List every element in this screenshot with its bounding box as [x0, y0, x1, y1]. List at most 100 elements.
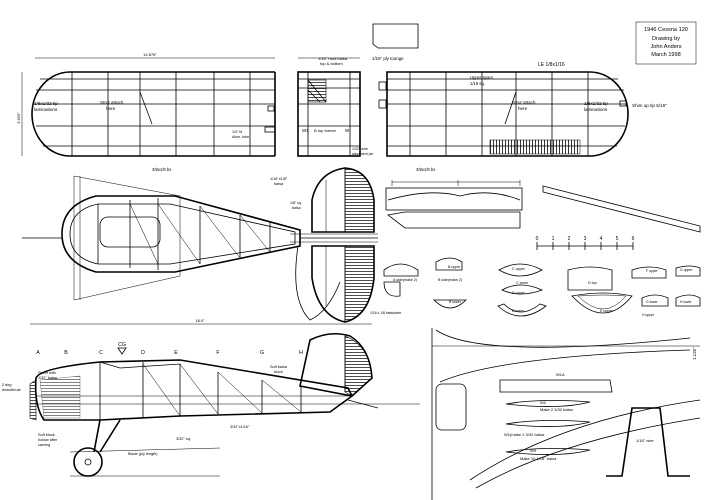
- gear-label: Blade (ply length): [128, 452, 158, 456]
- downthrust-label-2: downthrust: [2, 388, 22, 392]
- tail-tip-label: 1/16 x 1/8 balsa/wire: [370, 311, 401, 315]
- longeron-label: 3/32"x1/16": [230, 425, 250, 429]
- rib-b-upper: B upper: [448, 265, 461, 269]
- right-strut-label: Strut attach: [512, 100, 536, 105]
- cg-label: CG: [118, 342, 126, 348]
- upper-spars-label-2: 1/16 sq.: [470, 81, 485, 86]
- left-strut-label: Strut attach: [100, 100, 124, 105]
- scale-ruler: 0 1 2 3 4 5 6: [536, 236, 635, 250]
- horizontal-stabilizer: 1/16"x1/8" balsa 1/8" sq. balsa 1/16 x 1…: [270, 167, 401, 323]
- right-strut-label-2: here: [518, 106, 528, 111]
- left-tip-label: 1/8x1/32 tip: [34, 101, 58, 106]
- station-d: D: [141, 350, 145, 356]
- alum-tube-label-2: Alum. tube: [232, 135, 249, 139]
- soft-block-label: Soft balsa: [270, 365, 288, 369]
- title-line-1: 1946 Cessna 120: [644, 27, 688, 33]
- left-wing-panel: 14.875" 3.625" 1/8x1/32 tip laminations …: [16, 52, 276, 172]
- former-label: B top former: [314, 128, 337, 133]
- w2-label: W2: [540, 400, 547, 405]
- left-tip-label-2: laminations: [34, 107, 58, 112]
- w1a-label: W1A: [556, 372, 565, 377]
- hard-balsa-label: 1/16" hard balsa: [318, 56, 348, 61]
- w-label: W: [345, 128, 350, 133]
- title-line-2: Drawing by: [652, 36, 680, 42]
- station-letters: A B C D E F G H: [36, 350, 303, 356]
- block-label: Soft block: [38, 433, 55, 437]
- ruler-3: 3: [584, 236, 587, 242]
- ruler-5: 5: [616, 236, 619, 242]
- right-tip-label: 1/8x1/32 tip: [584, 101, 608, 106]
- station-a: A: [36, 350, 40, 356]
- ply-tongue-label: 1/16" ply tounge: [372, 56, 404, 61]
- rib-d-top: D top: [588, 281, 597, 285]
- soft-block-label-2: block: [274, 370, 283, 374]
- station-e: E: [174, 350, 178, 356]
- station-f: F: [216, 350, 219, 356]
- tail-balsa-label-2: balsa: [274, 182, 284, 186]
- station-g: G: [260, 350, 264, 356]
- sheet-label-2: 1/32" balsa: [38, 376, 58, 380]
- w1-make-label: W1(make 2 3/32 balsa: [504, 432, 545, 437]
- side-view-fuselage: 16.0" A B C D E F G H CG: [2, 318, 420, 477]
- station-b: B: [64, 350, 68, 356]
- former-parts: A side(make 2) B side(make 2) B lower B …: [383, 257, 701, 317]
- w2-make-label: Make 2 3/32 balsa: [540, 407, 573, 412]
- wing-span-label: 14.875": [143, 52, 157, 57]
- tail-balsa-label: 1/16"x1/8": [270, 177, 288, 181]
- block-label-2: hollow after: [38, 438, 58, 442]
- top-view-fuselage: [22, 175, 378, 301]
- w1-label: W1: [302, 128, 309, 133]
- tail-sq-label: 1/8" sq.: [290, 201, 302, 205]
- right-tip-label-2: laminations: [584, 107, 608, 112]
- rib-c-upper: C upper: [512, 267, 526, 271]
- alum-tube-label: 1/4" fd: [232, 130, 242, 134]
- top-bottom-label: top & bottom: [320, 61, 343, 66]
- title-line-4: March 1998: [651, 52, 681, 58]
- center-section: 1/16" ply tounge 1/16" hard balsa top & …: [297, 23, 419, 157]
- ruler-0: 0: [536, 236, 539, 242]
- w3-label: W3: [530, 448, 537, 453]
- rib-c-lower: C lower: [516, 281, 529, 285]
- rib-h-upper: H upper: [642, 313, 655, 317]
- shim-label: Shim up tip 5/16": [632, 103, 667, 108]
- title-block: 1946 Cessna 120 Drawing by John Anders M…: [635, 21, 697, 65]
- downthrust-label: 2 deg: [2, 383, 12, 387]
- ruler-2: 2: [568, 236, 571, 242]
- vertical-dimension: 1.125": [692, 347, 697, 360]
- strut-details: W1A W2 Make 2 3/32 balsa W1(make 2 3/32 …: [431, 328, 701, 500]
- rib-g-upper: G upper: [680, 268, 693, 272]
- station-h: H: [299, 350, 303, 356]
- rib-d-upper: D upper: [512, 291, 526, 295]
- fuselage-length-label: 16.0": [195, 318, 205, 323]
- title-line-3: John Anders: [650, 44, 681, 50]
- wire-16-label: 1/16" wire: [636, 438, 654, 443]
- rib-f-upper: F upper: [646, 269, 659, 273]
- ruler-4: 4: [600, 236, 603, 242]
- tail-sq-label-2: balsa: [292, 206, 301, 210]
- rib-a-side: A side(make 2): [393, 278, 417, 282]
- block-label-3: carving: [38, 443, 50, 447]
- ruler-6: 6: [632, 236, 635, 242]
- sheet-label: Sheet with: [38, 371, 56, 375]
- left-strut-label-2: here: [106, 106, 116, 111]
- wire-label: 1/32" wire: [352, 147, 368, 151]
- rib-b-lower: B lower: [449, 300, 462, 304]
- wing-section-detail: [385, 180, 701, 233]
- upper-spars-label: Upper spars: [470, 75, 493, 80]
- le-label: LE 1/8x1/16: [538, 62, 565, 68]
- wire-label-2: alignment pin: [352, 152, 373, 156]
- rib-b-side: B side(make 2): [438, 278, 462, 282]
- right-spar-label: 3/8x1/8 bx: [416, 167, 436, 172]
- rib-h-lower: H lower: [680, 300, 692, 304]
- ruler-1: 1: [552, 236, 555, 242]
- station-c: C: [99, 350, 103, 356]
- w3-make-label: Make 10 1/16" balsa: [520, 456, 557, 461]
- rib-g-lower: G lower: [646, 300, 659, 304]
- right-wing-panel: LE 1/8x1/16 Upper spars 1/16 sq. Strut a…: [378, 62, 667, 172]
- strut-sq-label: 3/32" sq.: [176, 437, 191, 441]
- wing-chord-label: 3.625": [16, 112, 21, 124]
- left-spar-label: 3/8x1/8 bx: [152, 167, 172, 172]
- rib-e-upper: E upper: [600, 309, 613, 313]
- rib-d-lower: D lower: [512, 309, 525, 313]
